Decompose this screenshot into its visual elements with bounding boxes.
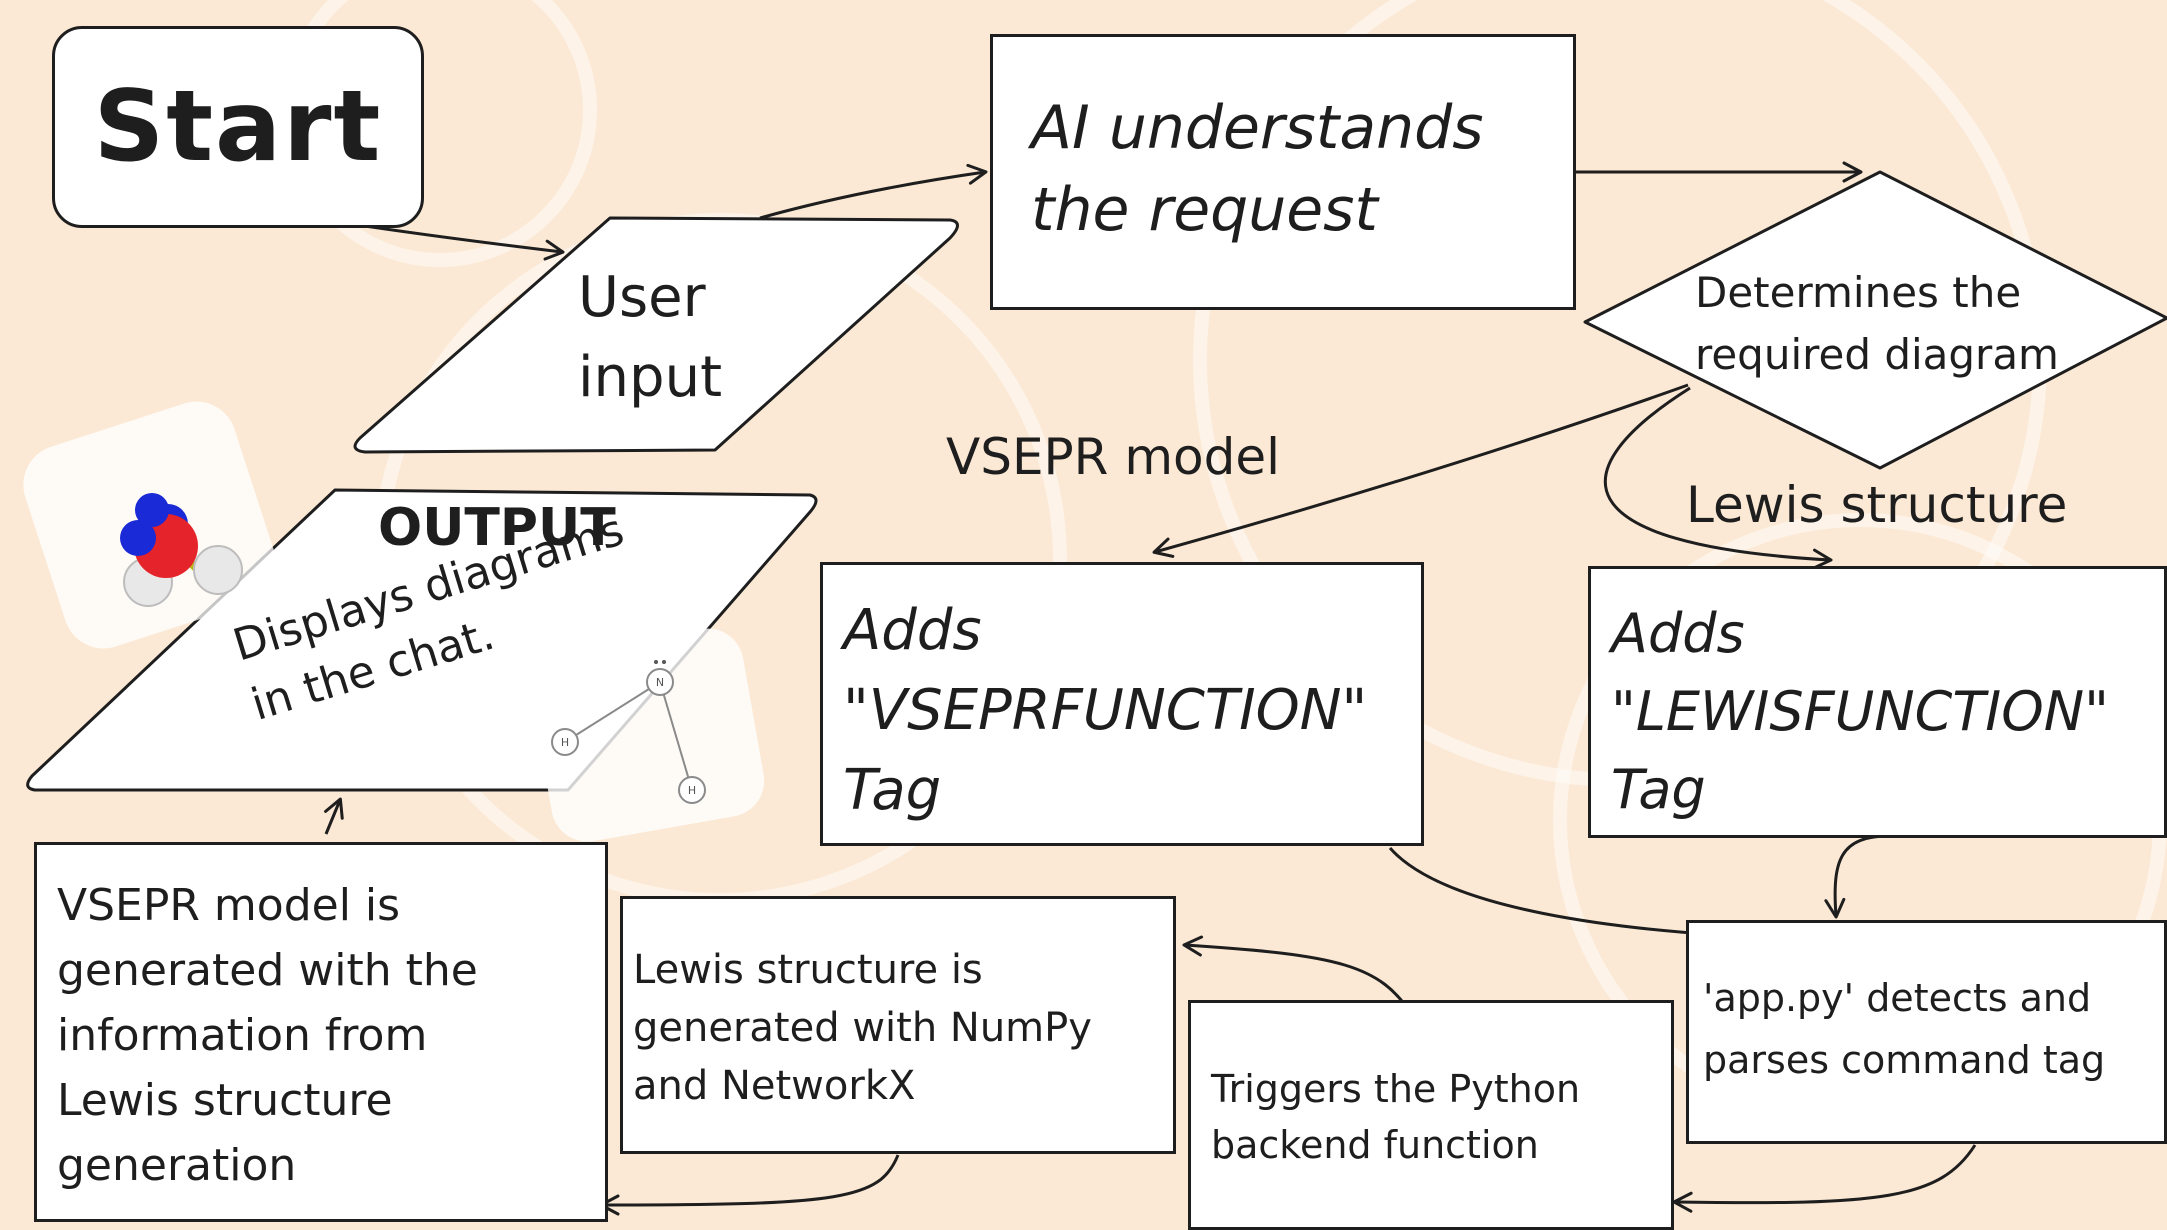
app-py-node: 'app.py' detects and parses command tag: [1686, 920, 2167, 1144]
vsepr-generated-node: VSEPR model is generated with the inform…: [34, 842, 608, 1222]
adds-lewis-node: Adds "LEWISFUNCTION" Tag: [1588, 566, 2167, 838]
start-node-text: Start: [93, 70, 383, 184]
lewis-generated-node: Lewis structure is generated with NumPy …: [620, 896, 1176, 1154]
ai-understands-text: AI understands the request: [1031, 93, 1484, 245]
ai-understands-node: AI understands the request: [990, 34, 1576, 310]
adds-lewis-text: Adds "LEWISFUNCTION" Tag: [1611, 602, 2109, 821]
vsepr-molecule-icon: [23, 401, 277, 649]
lewis-graph-icon: N H H: [530, 628, 765, 842]
edge-label-vsepr: VSEPR model: [946, 428, 1281, 486]
arrow-lewis-to-app: [1824, 834, 1891, 919]
adds-vsepr-node: Adds "VSEPRFUNCTION" Tag: [820, 562, 1424, 846]
arrow-input-to-ai: [759, 163, 988, 220]
graph-atom-label: H: [561, 736, 569, 749]
arrow-lewis-gen-to-vsepr-gen: [599, 1154, 900, 1216]
arrow-app-to-triggers: [1672, 1144, 1977, 1213]
user-input-text: User input: [578, 265, 723, 410]
lewis-generated-text: Lewis structure is generated with NumPy …: [633, 947, 1092, 1109]
arrow-vsepr-gen-to-output: [324, 797, 344, 835]
start-node: Start: [52, 26, 424, 228]
triggers-node: Triggers the Python backend function: [1188, 1000, 1674, 1230]
output-title: OUTPUT: [378, 498, 616, 558]
arrow-to-lewis: [1603, 386, 1833, 570]
app-py-text: 'app.py' detects and parses command tag: [1703, 976, 2106, 1082]
edge-label-lewis: Lewis structure: [1686, 476, 2068, 534]
graph-atom-label: N: [656, 676, 664, 689]
determines-text: Determines the required diagram: [1695, 268, 2059, 379]
determines-diamond: [1583, 170, 2167, 470]
vsepr-generated-text: VSEPR model is generated with the inform…: [57, 880, 478, 1191]
triggers-text: Triggers the Python backend function: [1211, 1067, 1581, 1167]
user-input-parallelogram: [353, 216, 959, 454]
arrow-to-vsepr: [1152, 383, 1689, 558]
graph-atom-label: H: [688, 784, 696, 797]
adds-vsepr-text: Adds "VSEPRFUNCTION" Tag: [843, 598, 1368, 823]
arrow-triggers-to-lewis-gen: [1182, 935, 1414, 1016]
